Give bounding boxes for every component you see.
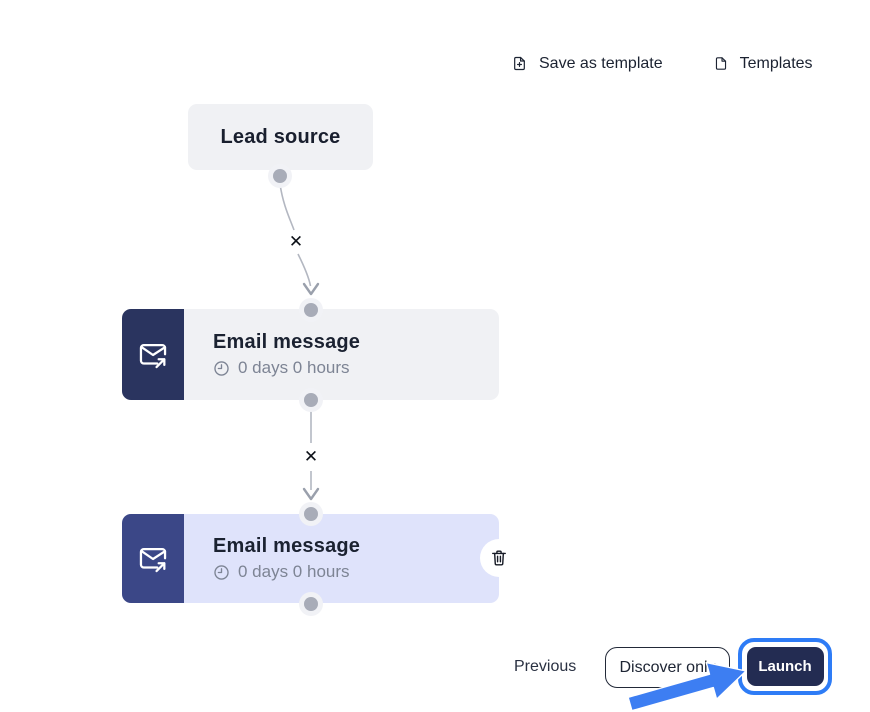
email-step-title: Email message: [213, 331, 361, 353]
email-send-icon: [139, 547, 167, 572]
lead-source-label: Lead source: [220, 125, 341, 148]
email-step-content: Email message 0 days 0 hours: [184, 514, 360, 603]
remove-connection-button-2[interactable]: ✕: [299, 445, 323, 469]
connector-handle-step2-bottom[interactable]: [299, 592, 323, 616]
launch-button[interactable]: Launch: [746, 647, 824, 686]
email-step-delay-text: 0 days 0 hours: [238, 562, 350, 581]
handle-dot: [304, 597, 318, 611]
file-icon: [715, 57, 726, 70]
email-step-node-1[interactable]: Email message 0 days 0 hours: [122, 309, 499, 400]
top-actions-bar: Save as template Templates: [505, 50, 819, 77]
lead-source-node[interactable]: Lead source: [188, 104, 373, 170]
email-step-node-2-selected[interactable]: Email message 0 days 0 hours: [122, 514, 499, 603]
trash-icon: [492, 550, 506, 566]
clock-icon: [214, 564, 229, 580]
handle-dot: [304, 393, 318, 407]
connector-handle-step2-top[interactable]: [299, 502, 323, 526]
templates-label: Templates: [739, 54, 813, 72]
clock-icon: [214, 360, 229, 376]
remove-connection-button-1[interactable]: ✕: [284, 230, 308, 254]
email-step-delay-text: 0 days 0 hours: [238, 358, 350, 377]
delete-step-button[interactable]: [480, 539, 518, 577]
templates-button[interactable]: Templates: [707, 50, 819, 77]
discover-only-button[interactable]: Discover only: [605, 647, 730, 688]
email-step-icon-block: [122, 514, 184, 603]
email-step-title: Email message: [213, 535, 361, 557]
previous-button[interactable]: Previous: [514, 658, 577, 675]
email-step-icon-block: [122, 309, 184, 400]
connector-handle-step1-top[interactable]: [299, 298, 323, 322]
save-as-template-button[interactable]: Save as template: [505, 50, 669, 77]
save-as-template-label: Save as template: [539, 54, 663, 72]
email-step-delay: 0 days 0 hours: [213, 562, 360, 582]
launch-highlight-ring: Launch: [738, 638, 832, 695]
handle-dot: [304, 507, 318, 521]
email-send-icon: [139, 343, 167, 368]
handle-dot: [304, 303, 318, 317]
email-step-delay: 0 days 0 hours: [213, 358, 360, 378]
file-plus-icon: [514, 56, 525, 71]
email-step-content: Email message 0 days 0 hours: [184, 309, 360, 400]
connector-handle-step1-bottom[interactable]: [299, 388, 323, 412]
connector-handle-lead-bottom[interactable]: [268, 164, 292, 188]
handle-dot: [273, 169, 287, 183]
